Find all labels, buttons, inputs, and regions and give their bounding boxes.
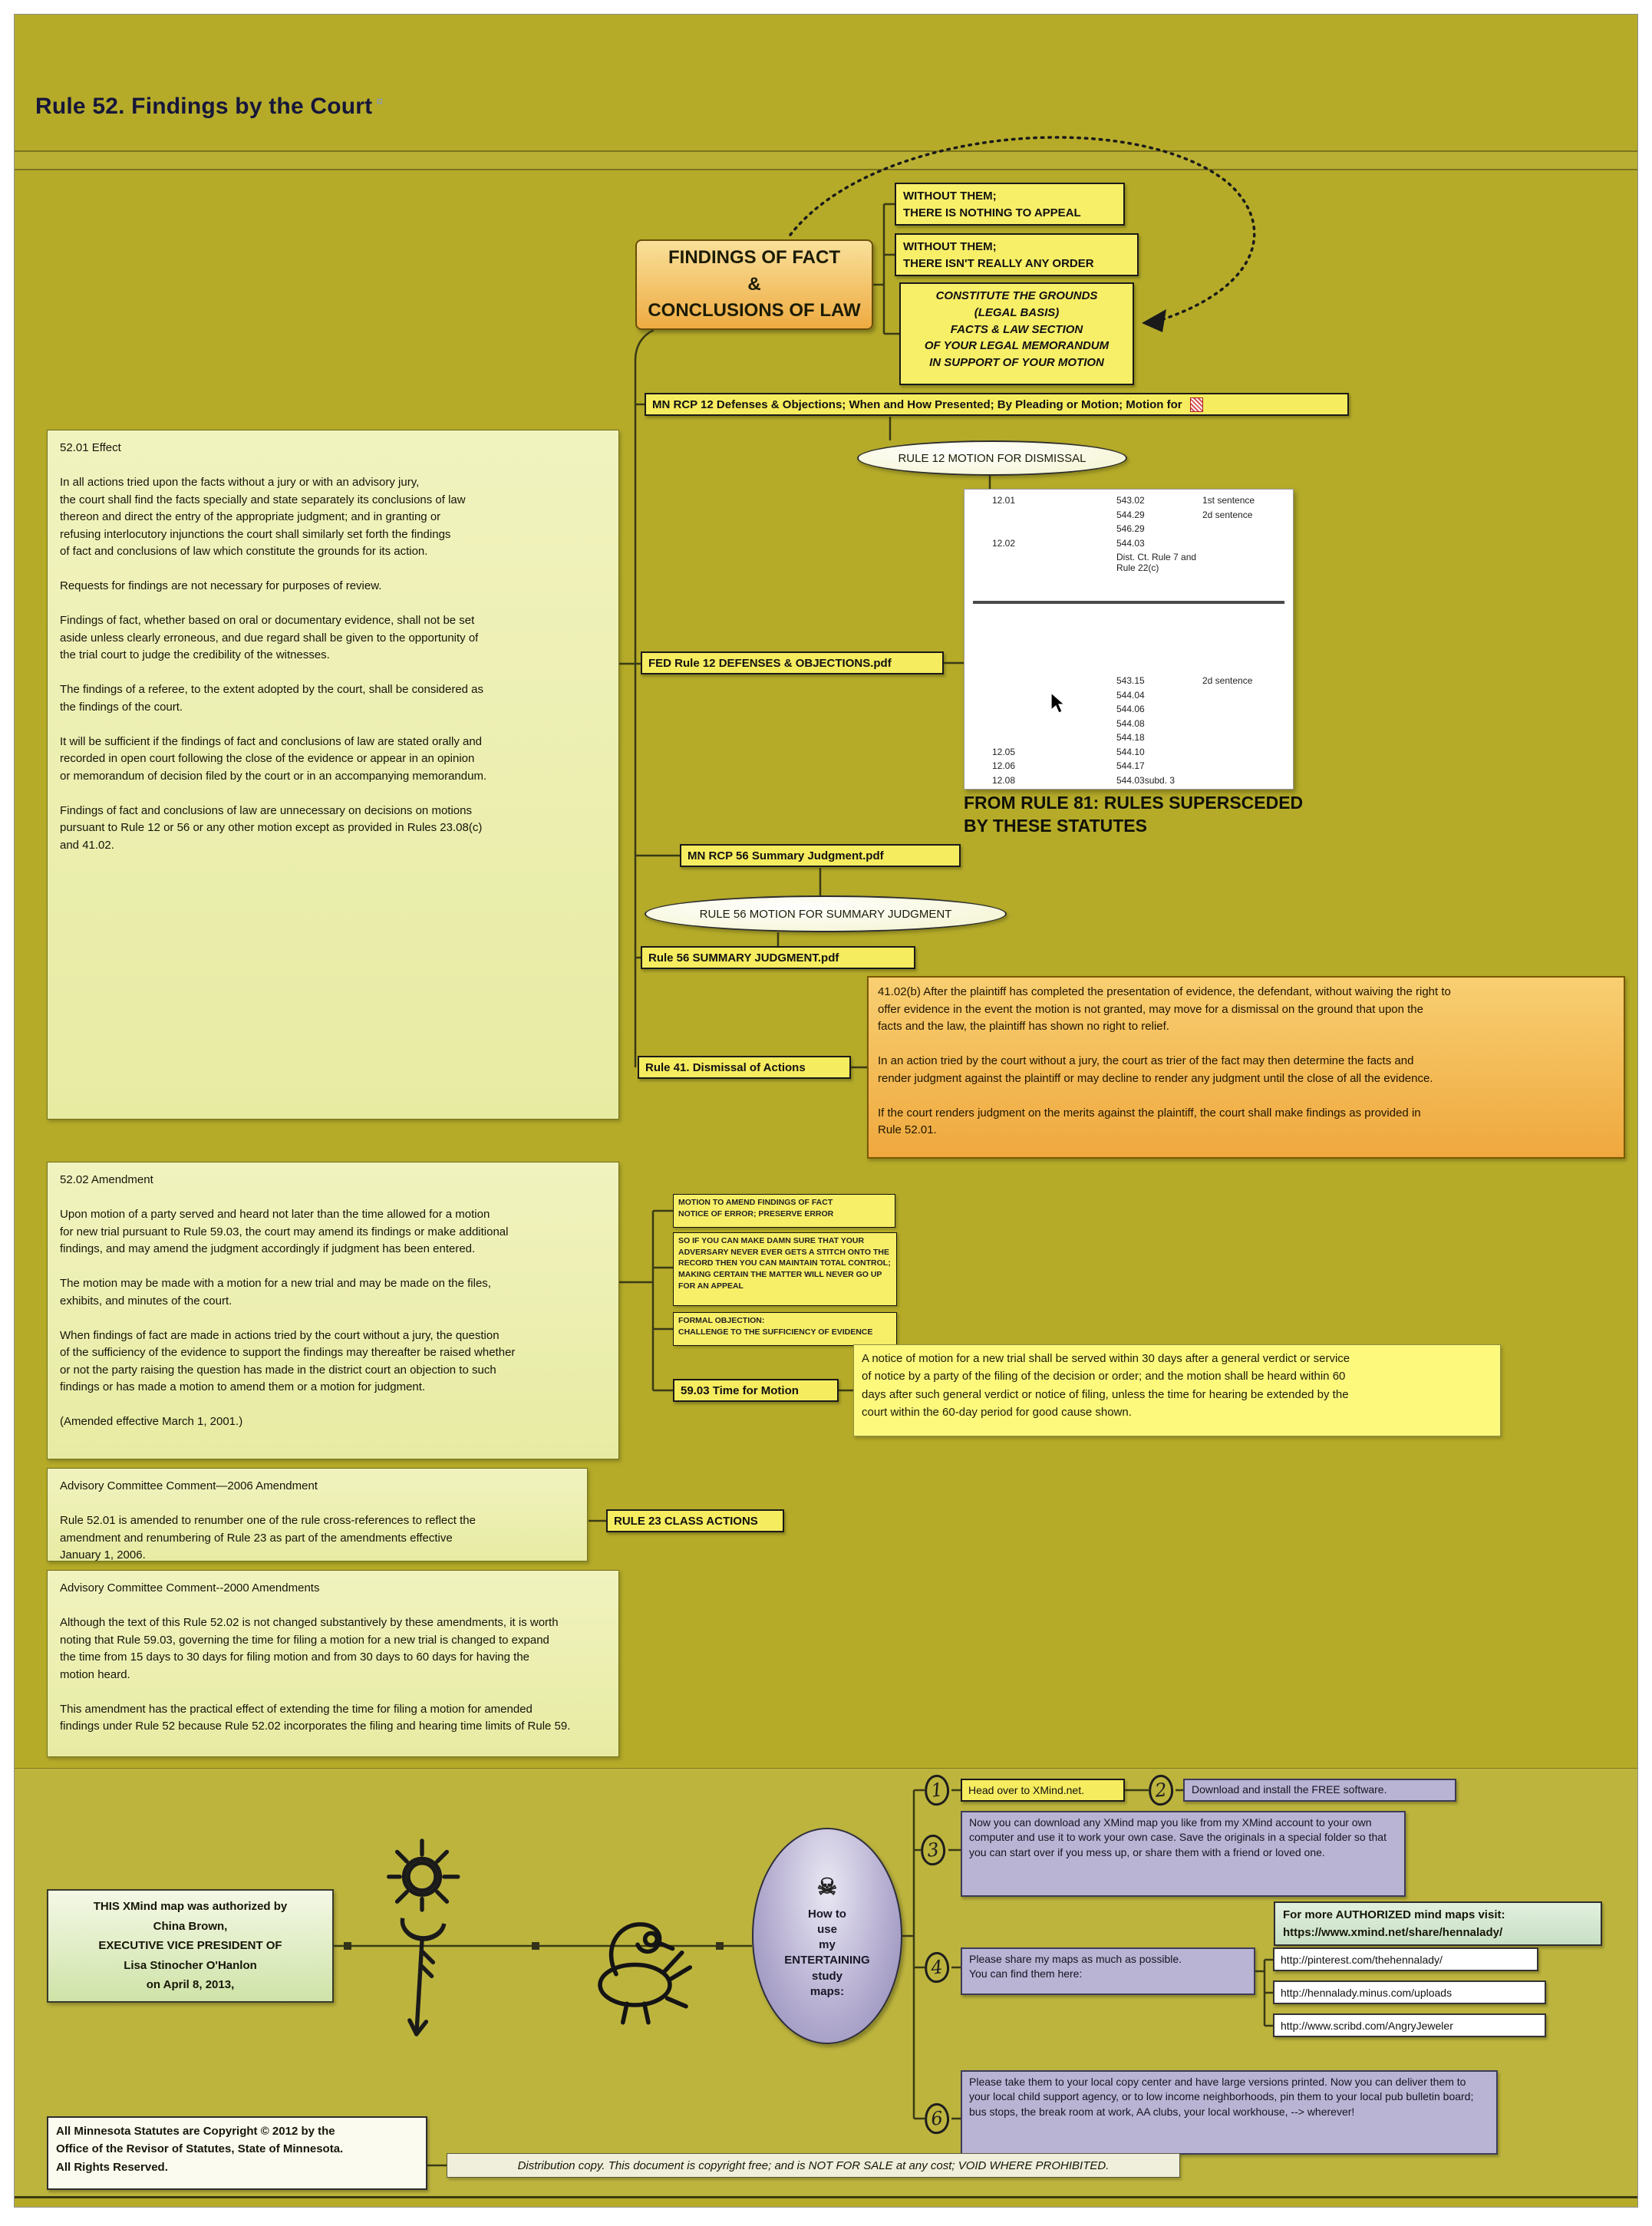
link-pinterest[interactable]: http://pinterest.com/thehennalady/ [1273,1947,1538,1971]
node-rule56-motion-summary-judgment[interactable]: RULE 56 MOTION FOR SUMMARY JUDGMENT [645,895,1007,932]
note-rule-41-02b[interactable]: 41.02(b) After the plaintiff has complet… [867,976,1625,1159]
note-advisory-comment-2000[interactable]: Advisory Committee Comment--2000 Amendme… [47,1570,619,1757]
note-advisory-comment-2006[interactable]: Advisory Committee Comment—2006 Amendmen… [47,1468,588,1561]
distribution-copy-box[interactable]: Distribution copy. This document is copy… [447,2153,1180,2178]
statute-crossreference-box[interactable] [964,489,1294,790]
statutes-copyright-box[interactable]: All Minnesota Statutes are Copyright © 2… [47,2116,427,2190]
node-rule23-class-actions[interactable]: RULE 23 CLASS ACTIONS [606,1509,784,1532]
step2-download-software[interactable]: Download and install the FREE software. [1183,1779,1456,1802]
statute-table-divider [973,601,1284,604]
callout-constitute-grounds[interactable]: CONSTITUTE THE GROUNDS (LEGAL BASIS) FAC… [899,282,1134,385]
step4-share-maps-note[interactable]: Please share my maps as much as possible… [961,1947,1255,1995]
statute-row: Dist. Ct. Rule 7 and Rule 22(c) [1116,552,1197,573]
step1-head-to-xmind[interactable]: Head over to XMind.net. [961,1779,1125,1802]
note-rule-52-02-amendment[interactable]: 52.02 Amendment Upon motion of a party s… [47,1162,619,1459]
more-maps-link-box[interactable]: For more AUTHORIZED mind maps visit: htt… [1274,1901,1602,1946]
authorized-by-box[interactable]: THIS XMind map was authorized by China B… [47,1889,334,2003]
node-rule5903-time-for-motion[interactable]: 59.03 Time for Motion [673,1379,839,1402]
central-topic-findings-conclusions[interactable]: FINDINGS OF FACT & CONCLUSIONS OF LAW [635,239,873,330]
note-rule-52-01-effect[interactable]: 52.01 Effect In all actions tried upon t… [47,430,619,1120]
howto-label: How to use my ENTERTAINING study maps: [784,1907,870,1998]
link-scribd[interactable]: http://www.scribd.com/AngryJeweler [1273,2013,1546,2037]
title-link-icon: ⌑ [377,96,383,107]
node-mn-rcp56-pdf[interactable]: MN RCP 56 Summary Judgment.pdf [680,844,961,867]
statute-row: 544.18 [1116,732,1145,743]
statute-row: 544.06 [1116,704,1145,714]
step6-print-and-distribute-note[interactable]: Please take them to your local copy cent… [961,2070,1498,2155]
sun-doodle [387,1839,460,2036]
link-minus-uploads[interactable]: http://hennalady.minus.com/uploads [1273,1980,1546,2004]
title-divider-band [15,150,1637,170]
node-rule12-motion-dismissal[interactable]: RULE 12 MOTION FOR DISMISSAL [857,440,1127,476]
step3-download-maps-note[interactable]: Now you can download any XMind map you l… [961,1811,1406,1897]
node-mn-rcp-12-label: MN RCP 12 Defenses & Objections; When an… [652,397,1182,411]
map-title: Rule 52. Findings by the Court⌑ [35,94,383,119]
howto-ellipse[interactable]: ☠ How to use my ENTERTAINING study maps: [752,1828,902,2044]
note-formal-objection[interactable]: FORMAL OBJECTION: CHALLENGE TO THE SUFFI… [673,1312,897,1346]
attachment-icon[interactable] [1189,397,1203,412]
sankofa-bird-doodle [598,1922,693,2025]
note-motion-to-amend-findings[interactable]: MOTION TO AMEND FINDINGS OF FACT NOTICE … [673,1194,895,1228]
callout-nothing-to-appeal[interactable]: WITHOUT THEM; THERE IS NOTHING TO APPEAL [895,183,1125,226]
statute-caption: FROM RULE 81: RULES SUPERSCEDED BY THESE… [964,793,1304,836]
note-keep-off-record[interactable]: SO IF YOU CAN MAKE DAMN SURE THAT YOUR A… [673,1232,897,1306]
node-fed-rule12-pdf[interactable]: FED Rule 12 DEFENSES & OBJECTIONS.pdf [641,651,944,674]
node-mn-rcp-12[interactable]: MN RCP 12 Defenses & Objections; When an… [645,393,1349,416]
statute-row: 544.04 [1116,689,1145,701]
note-notice-of-motion[interactable]: A notice of motion for a new trial shall… [853,1344,1501,1436]
callout-no-order[interactable]: WITHOUT THEM; THERE ISN'T REALLY ANY ORD… [895,233,1139,276]
bottom-rule [15,2196,1637,2198]
node-rule41-dismissal[interactable]: Rule 41. Dismissal of Actions [638,1056,851,1079]
statute-row: 544.08 [1116,717,1145,729]
statute-row: 546.29 [1116,523,1145,534]
mouse-cursor [1050,691,1066,714]
node-rule56-pdf[interactable]: Rule 56 SUMMARY JUDGMENT.pdf [641,946,915,969]
skull-icon: ☠ [816,1875,838,1900]
